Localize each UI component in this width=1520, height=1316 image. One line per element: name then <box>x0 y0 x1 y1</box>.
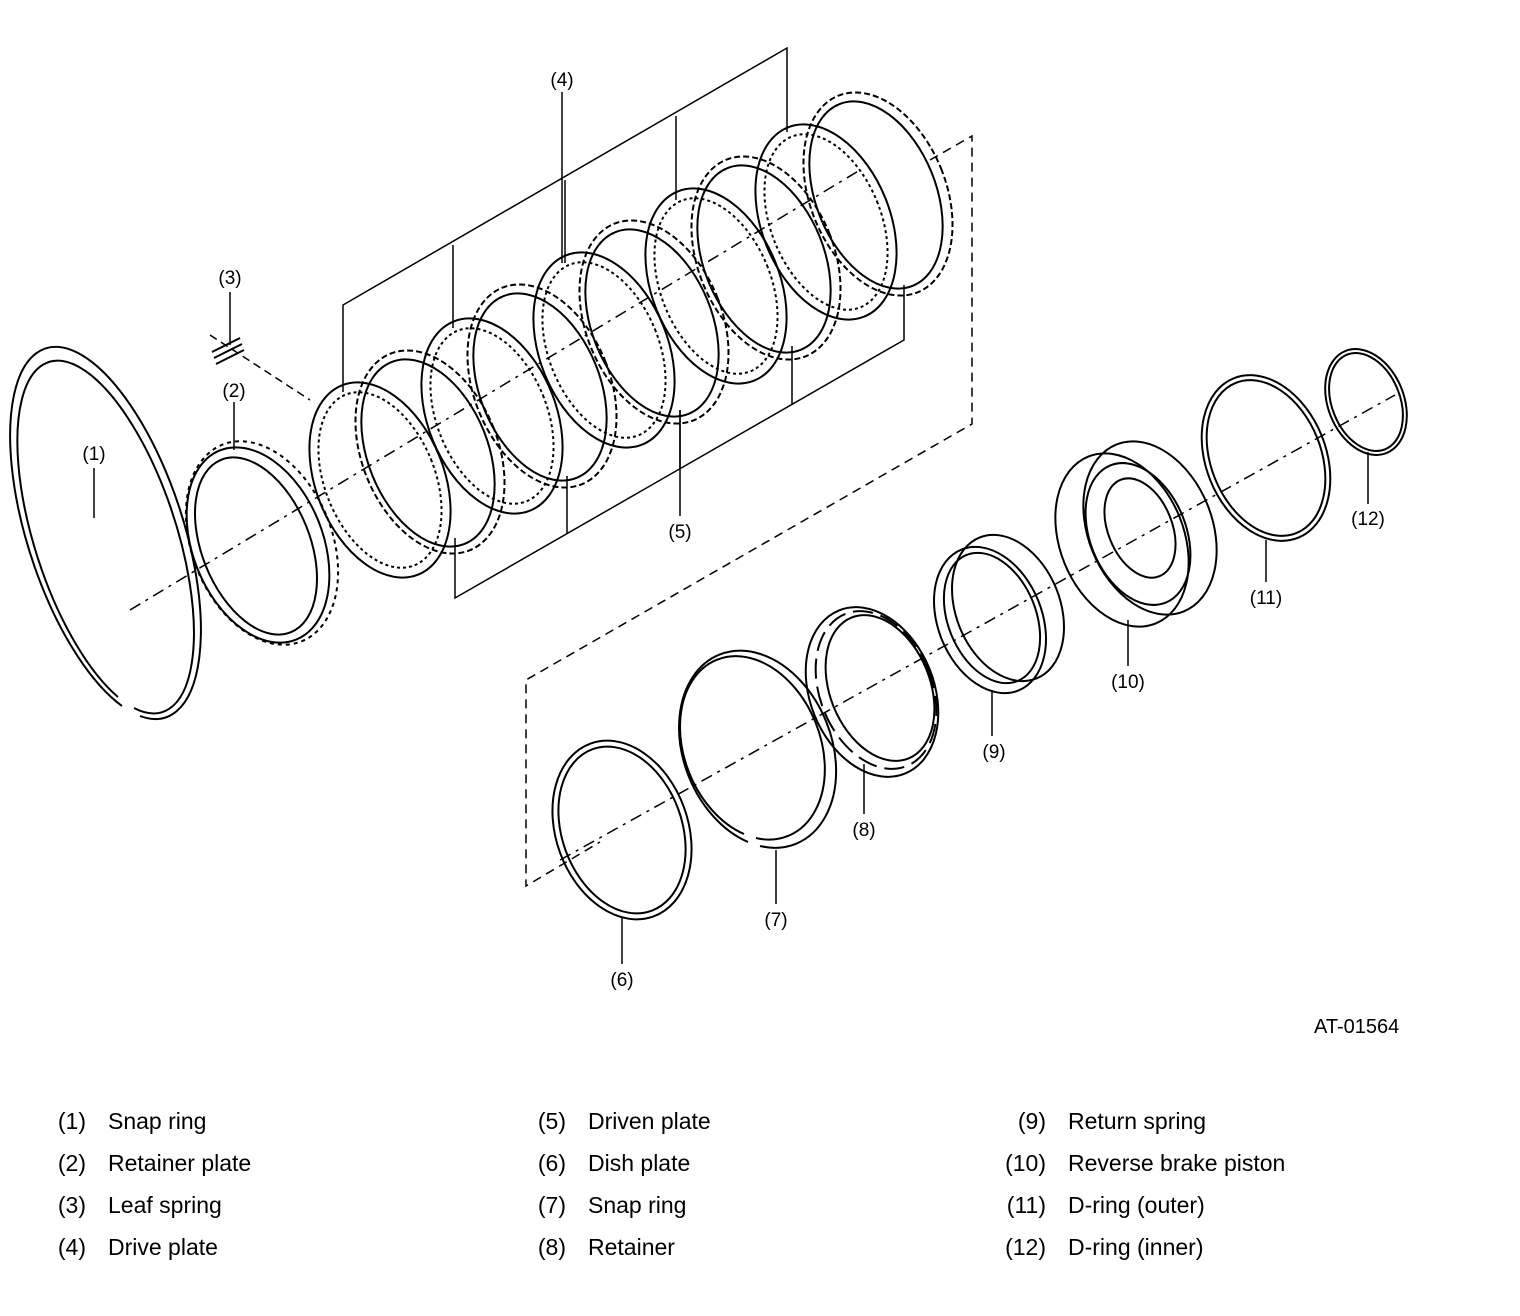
legend-label: Retainer plate <box>108 1150 252 1176</box>
legend-label: D-ring (inner) <box>1068 1234 1204 1260</box>
callout-8: (8) <box>852 820 875 841</box>
callout-7: (7) <box>764 910 787 931</box>
figure-id: AT-01564 <box>1314 1016 1400 1038</box>
callout-12: (12) <box>1351 509 1385 530</box>
leader-lines <box>93 92 1369 964</box>
center-axis-lower <box>559 394 1396 861</box>
center-axis-upper <box>129 169 861 611</box>
snap-ring-7 <box>678 649 838 849</box>
legend-number: (12) <box>1005 1234 1046 1260</box>
legend-number: (11) <box>1006 1192 1046 1218</box>
callout-3: (3) <box>218 268 241 289</box>
drive-plate-bracket <box>342 46 788 392</box>
retainer-plate <box>184 440 340 646</box>
legend-label: Snap ring <box>108 1108 207 1134</box>
callout-4: (4) <box>550 70 573 91</box>
return-spring <box>933 533 1065 695</box>
callout-2: (2) <box>222 381 245 402</box>
legend-label: Reverse brake piston <box>1068 1150 1286 1176</box>
legend-label: Snap ring <box>588 1192 687 1218</box>
drive-plate <box>420 317 564 515</box>
drive-plate <box>754 123 898 321</box>
legend-number: (4) <box>57 1234 86 1260</box>
callout-11: (11) <box>1250 588 1282 609</box>
callout-1: (1) <box>82 444 105 465</box>
leaf-spring <box>211 337 245 365</box>
legend-label: Retainer <box>588 1234 675 1260</box>
dashed-bracket <box>525 134 973 888</box>
dish-plate <box>551 739 693 921</box>
legend-label: Dish plate <box>588 1150 691 1176</box>
callout-10: (10) <box>1111 672 1145 693</box>
snap-ring-1 <box>9 345 202 720</box>
drive-plate <box>532 251 676 449</box>
callout-5: (5) <box>668 522 691 543</box>
driven-plate <box>690 155 842 361</box>
d-ring-outer <box>1200 374 1332 542</box>
exploded-parts-diagram: (1) (2) (3) (4) (5) (6) (7) (8) (9) (10)… <box>9 46 1408 991</box>
driven-plate <box>578 219 730 425</box>
legend-label: Leaf spring <box>108 1192 222 1218</box>
driven-plate <box>466 283 618 489</box>
legend-number: (6) <box>537 1150 566 1176</box>
callout-6: (6) <box>610 970 633 991</box>
callout-9: (9) <box>982 742 1005 763</box>
retainer <box>804 606 940 778</box>
drive-plate <box>644 187 788 385</box>
legend-number: (1) <box>57 1108 86 1134</box>
legend-number: (5) <box>537 1108 566 1134</box>
reverse-brake-piston <box>1054 440 1218 628</box>
legend-number: (3) <box>57 1192 86 1218</box>
legend-label: Drive plate <box>108 1234 218 1260</box>
driven-plate <box>802 91 954 297</box>
legend-number: (10) <box>1005 1150 1046 1176</box>
legend-number: (7) <box>537 1192 566 1218</box>
legend-number: (2) <box>57 1150 86 1176</box>
legend-label: Driven plate <box>588 1108 711 1134</box>
legend-label: Return spring <box>1068 1108 1207 1134</box>
legend-number: (9) <box>1017 1108 1046 1134</box>
parts-legend: (1) Snap ring (2) Retainer plate (3) Lea… <box>0 1100 1520 1280</box>
legend-label: D-ring (outer) <box>1068 1192 1205 1218</box>
drive-plate <box>308 381 452 579</box>
d-ring-inner <box>1324 348 1408 456</box>
legend-number: (8) <box>537 1234 566 1260</box>
